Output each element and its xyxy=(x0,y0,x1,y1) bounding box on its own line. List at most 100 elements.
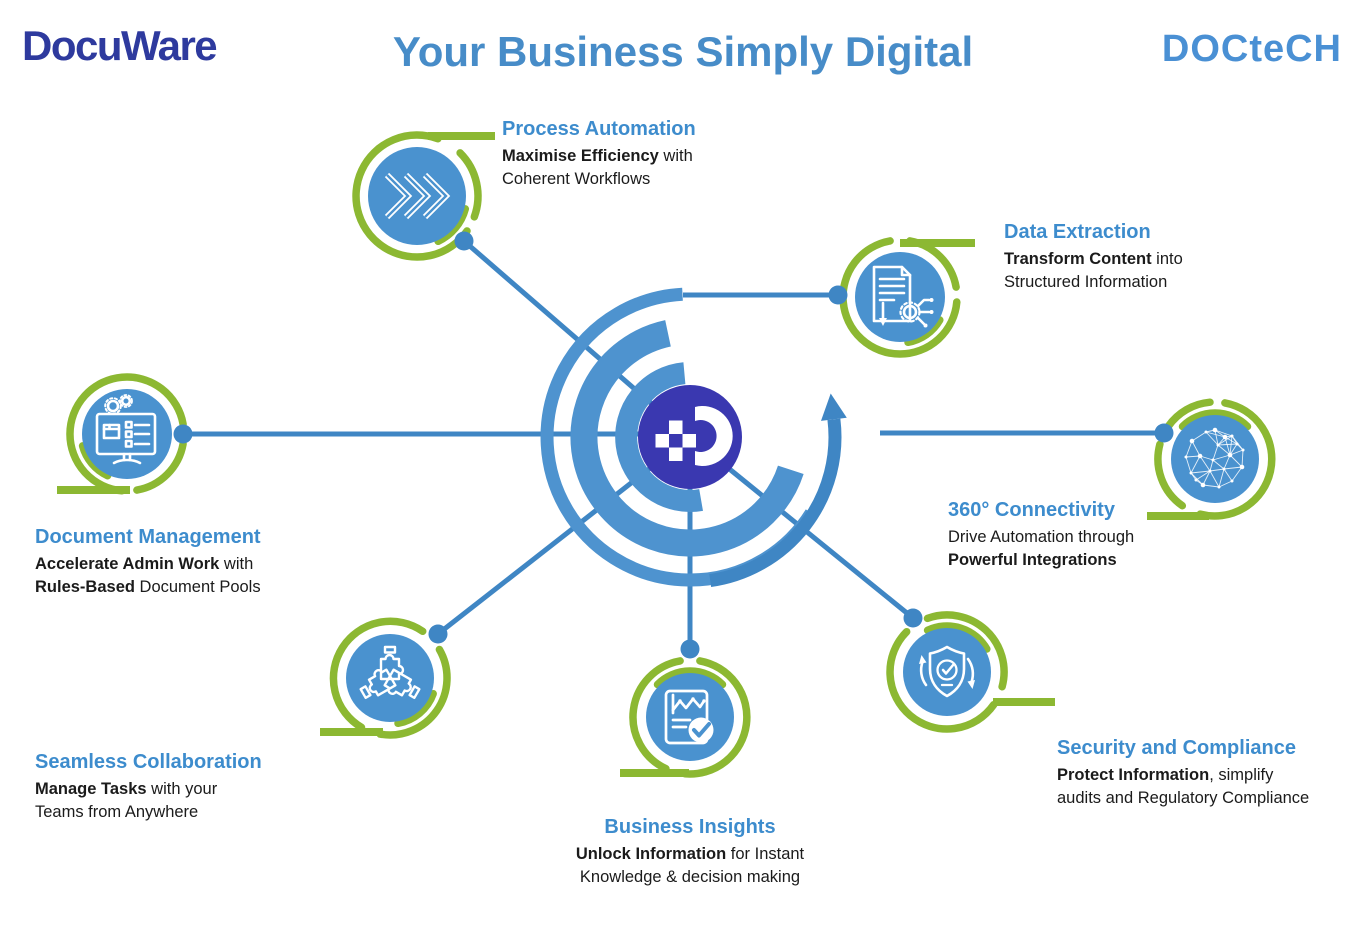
node-seamless-collaboration xyxy=(346,634,434,722)
network-edge xyxy=(1185,440,1193,458)
node-circle xyxy=(368,147,466,245)
node-circle xyxy=(646,673,734,761)
seamless-collaboration-text: Seamless Collaboration Manage Tasks with… xyxy=(35,751,315,824)
network-edge xyxy=(1217,435,1233,446)
network-edge xyxy=(1191,431,1207,442)
node-circle xyxy=(855,252,945,342)
hub-arc xyxy=(615,362,703,512)
network-node xyxy=(1189,438,1195,444)
node-title: 360° Connectivity xyxy=(948,499,1115,521)
node-ring-arc xyxy=(629,657,684,773)
node-ring-arc xyxy=(78,442,112,480)
node-ring-arc xyxy=(923,622,991,653)
network-node xyxy=(1235,442,1239,446)
network-edge xyxy=(1191,440,1201,457)
node-ring-arc xyxy=(653,667,727,689)
document-gear-icon xyxy=(872,265,934,328)
connector-dot xyxy=(680,639,700,659)
network-node xyxy=(1189,471,1193,475)
monitor-checklist-icon xyxy=(95,394,157,465)
network-node xyxy=(1216,443,1220,447)
node-process-automation xyxy=(368,147,466,245)
connector-dot xyxy=(1154,423,1174,443)
hub-logo-pixel xyxy=(669,420,683,434)
network-edge xyxy=(1209,459,1214,472)
network-edge xyxy=(1224,436,1238,445)
node-ring-arc xyxy=(352,131,471,261)
network-node xyxy=(1239,464,1245,470)
shield-sync-icon xyxy=(919,645,975,698)
network-edge xyxy=(1190,470,1211,474)
connector-dot xyxy=(428,624,448,644)
network-node xyxy=(1211,458,1215,462)
network-node xyxy=(1197,453,1203,459)
network-node xyxy=(1208,469,1212,473)
network-edge xyxy=(1205,431,1219,446)
network-edge xyxy=(1202,484,1220,488)
node-ring-arc xyxy=(923,611,1008,691)
network-node xyxy=(1184,455,1188,459)
network-node xyxy=(1194,478,1198,482)
network-edge xyxy=(1209,470,1220,488)
network-edge xyxy=(1241,449,1244,468)
network-edge xyxy=(1212,444,1219,461)
node-ring-arc xyxy=(1178,409,1252,431)
page-title: Your Business Simply Digital xyxy=(392,28,974,75)
network-edge xyxy=(1202,470,1211,486)
process-automation-text: Process Automation Maximise Efficiency w… xyxy=(502,118,752,191)
node-business-insights xyxy=(646,673,734,761)
node-title: Business Insights xyxy=(604,816,776,838)
connector-dot xyxy=(828,285,848,305)
network-edge xyxy=(1190,455,1201,474)
network-node xyxy=(1200,482,1206,488)
hub-arrow-arc xyxy=(709,418,842,588)
network-edge xyxy=(1231,435,1238,445)
node-ring-arc xyxy=(1154,440,1187,510)
business-insights-text: Business Insights Unlock Information for… xyxy=(538,816,842,889)
network-node xyxy=(1222,467,1226,471)
network-edge xyxy=(1212,454,1231,461)
node-ring-arc xyxy=(376,645,451,739)
node-ring-arc xyxy=(681,657,751,778)
puzzle-hands-icon xyxy=(359,645,421,700)
network-edge xyxy=(1223,466,1243,470)
network-edge xyxy=(1212,459,1225,470)
connector-dot xyxy=(454,231,474,251)
network-edge xyxy=(1218,480,1233,488)
hub-logo-pixel xyxy=(669,447,683,461)
network-globe-icon xyxy=(1184,427,1245,489)
node-security-compliance xyxy=(903,628,991,716)
network-edge xyxy=(1199,455,1211,472)
network-node xyxy=(1217,485,1221,489)
node-title: Document Management xyxy=(35,526,261,548)
network-edge xyxy=(1185,456,1192,474)
connectivity-360-text: 360° Connectivity Drive Automation throu… xyxy=(948,499,1198,572)
node-ring-arc xyxy=(66,373,187,495)
network-node xyxy=(1230,434,1234,438)
connector-dot xyxy=(173,424,193,444)
security-compliance-text: Security and Compliance Protect Informat… xyxy=(1057,737,1357,810)
node-document-management xyxy=(82,389,172,479)
network-node xyxy=(1222,434,1228,440)
hub-arcs xyxy=(540,287,847,588)
node-ring-arc xyxy=(329,617,427,732)
network-edge xyxy=(1217,444,1231,456)
node-ring-arc xyxy=(886,627,998,733)
docuware-hub-logo xyxy=(638,385,742,489)
hub-logo-d xyxy=(695,406,733,466)
hub-logo-pixel xyxy=(682,434,696,448)
chevron-inner-lines xyxy=(386,174,448,218)
network-edge xyxy=(1229,435,1233,456)
green-accent-lines xyxy=(57,132,1209,777)
network-edge xyxy=(1231,466,1243,482)
node-data-extraction xyxy=(855,252,945,342)
network-node xyxy=(1241,448,1245,452)
network-node xyxy=(1230,479,1234,483)
